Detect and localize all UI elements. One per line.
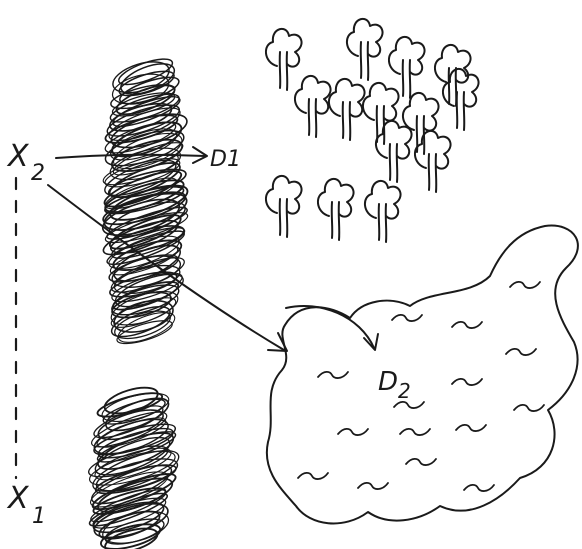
trees-group [266, 19, 479, 242]
wave-mark [338, 429, 368, 435]
x2-label: X 2 [6, 139, 45, 186]
wave-mark [452, 322, 482, 328]
wave-mark [406, 459, 436, 465]
svg-text:D: D [378, 367, 398, 397]
tree-icon [295, 76, 331, 137]
tree-icon [266, 29, 302, 90]
tree-icon [329, 79, 365, 140]
wave-mark [514, 405, 544, 411]
tree-icon [318, 179, 354, 240]
x1-label: X 1 [6, 481, 46, 529]
wave-mark [400, 429, 430, 435]
wave-mark [452, 379, 482, 385]
wave-mark [298, 473, 328, 479]
scribble-cloud-lower [86, 383, 183, 549]
tree-icon [365, 181, 401, 242]
tree-icon [376, 121, 412, 182]
water-waves [298, 282, 544, 491]
d1-label: D1 [210, 147, 241, 172]
svg-text:X: X [6, 139, 30, 174]
wave-mark [358, 483, 388, 489]
d2-label: D 2 [378, 367, 411, 403]
tree-icon [347, 19, 383, 80]
tree-icon [415, 131, 451, 192]
svg-text:X: X [6, 481, 30, 516]
wave-mark [464, 485, 494, 491]
svg-text:1: 1 [32, 504, 46, 529]
svg-text:D1: D1 [210, 147, 241, 172]
svg-text:2: 2 [31, 161, 45, 186]
svg-text:2: 2 [398, 379, 411, 403]
scribble-cloud-upper [99, 54, 191, 349]
arrow-into-water [286, 306, 378, 350]
wave-mark [318, 372, 348, 378]
wave-mark [510, 282, 540, 288]
tree-icon [266, 176, 302, 237]
arrow-to-d1 [56, 147, 207, 163]
wave-mark [392, 315, 422, 321]
wave-mark [506, 349, 536, 355]
wave-mark [456, 425, 486, 431]
